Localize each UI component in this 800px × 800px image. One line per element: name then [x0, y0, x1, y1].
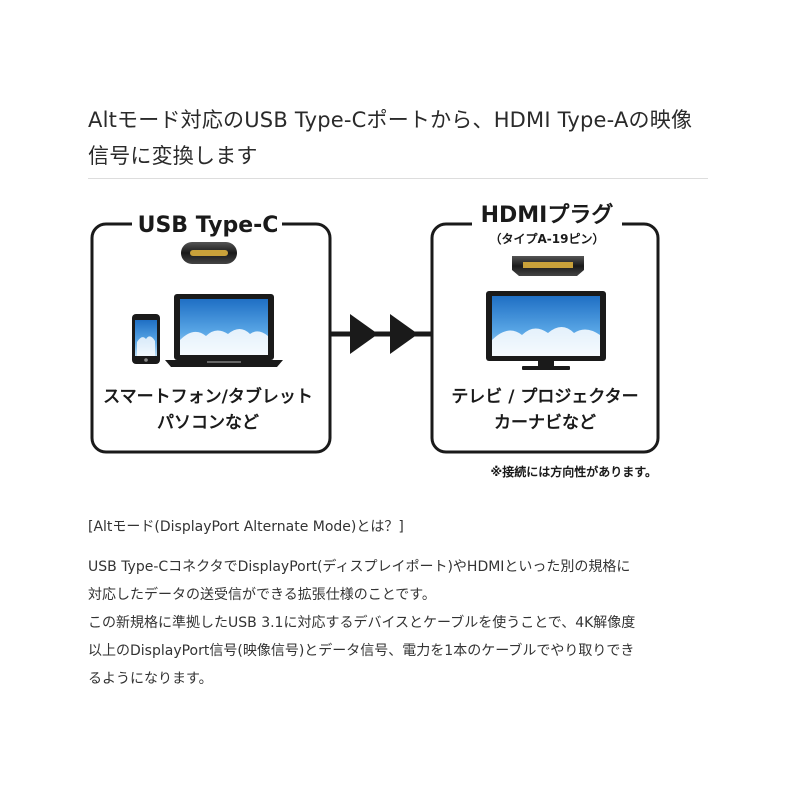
description-line: USB Type-CコネクタでDisplayPort(ディスプレイポート)やHD…: [88, 559, 631, 575]
alt-mode-description: USB Type-CコネクタでDisplayPort(ディスプレイポート)やHD…: [88, 553, 728, 693]
left-caption-line-1: スマートフォン/タブレット: [103, 386, 313, 407]
headline: Altモード対応のUSB Type-Cポートから、HDMI Type-Aの映像 …: [88, 102, 728, 174]
hdmi-plug-box: HDMIプラグ （タイプA-19ピン） テレビ / プロジェクター カーナビなど: [430, 200, 660, 454]
arrow-right-icon: [350, 314, 378, 354]
connection-diagram: USB Type-C スマートフォン/タブレット パソコンなど: [90, 200, 660, 479]
right-caption-line-1: テレビ / プロジェクター: [451, 386, 638, 407]
direction-note: ※接続には方向性があります。: [491, 464, 657, 479]
divider: [88, 178, 708, 179]
left-caption-line-2: パソコンなど: [157, 413, 259, 433]
laptop-icon: [165, 294, 283, 367]
hdmi-plug-title: HDMIプラグ: [481, 202, 614, 228]
right-caption-line-2: カーナビなど: [494, 413, 596, 433]
hdmi-connector-icon: [512, 256, 584, 276]
direction-arrows: [330, 314, 432, 354]
usb-type-c-box: USB Type-C スマートフォン/タブレット パソコンなど: [90, 208, 332, 454]
usb-c-connector-icon: [181, 242, 237, 264]
description-line: 以上のDisplayPort信号(映像信号)とデータ信号、電力を1本のケーブルで…: [88, 643, 635, 659]
headline-line-2: 信号に変換します: [88, 144, 258, 168]
description-line: 対応したデータの送受信ができる拡張仕様のことです。: [88, 587, 436, 603]
monitor-icon: [486, 291, 606, 370]
description-line: るようになります。: [88, 671, 213, 687]
alt-mode-title: [Altモード(DisplayPort Alternate Mode)とは？]: [88, 519, 404, 535]
smartphone-icon: [132, 314, 160, 364]
description-line: この新規格に準拠したUSB 3.1に対応するデバイスとケーブルを使うことで、4K…: [88, 615, 636, 631]
arrow-right-icon: [390, 314, 418, 354]
usb-type-c-title: USB Type-C: [138, 213, 279, 238]
hdmi-plug-subtitle: （タイプA-19ピン）: [490, 231, 605, 246]
headline-line-1: Altモード対応のUSB Type-Cポートから、HDMI Type-Aの映像: [88, 108, 693, 132]
